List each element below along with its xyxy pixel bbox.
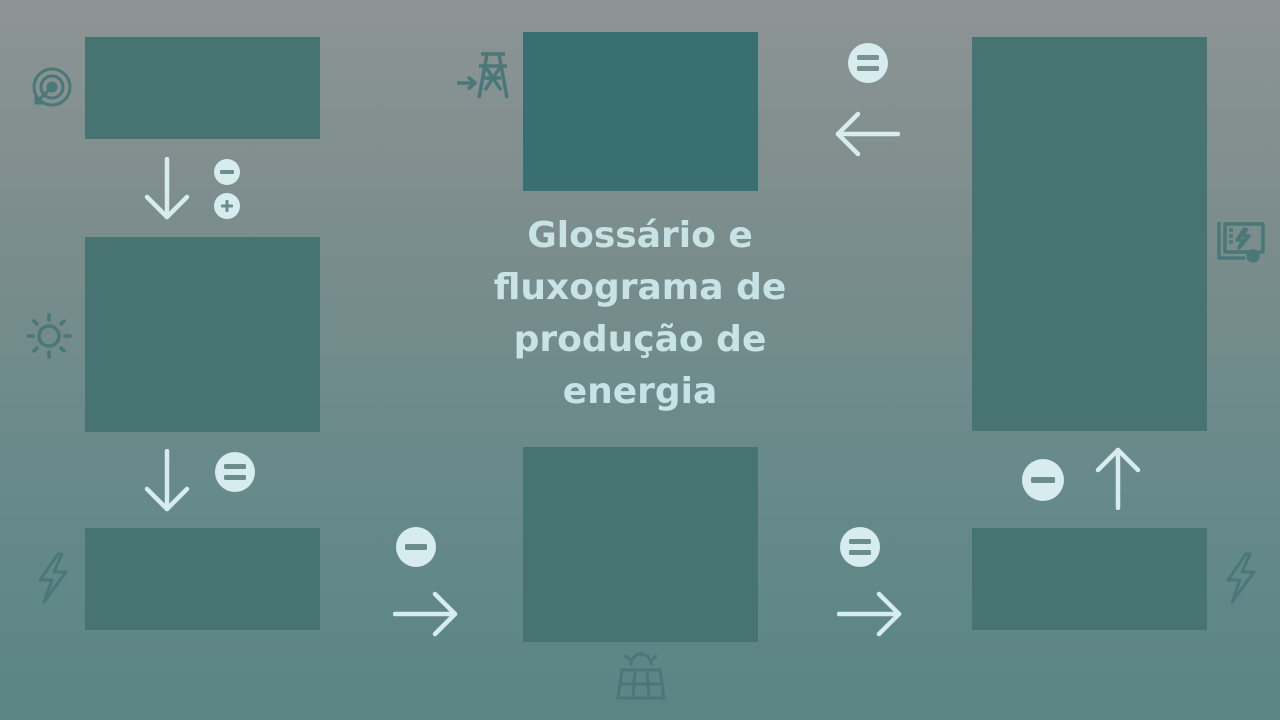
- arrow-up: [1094, 446, 1142, 510]
- node-left-top: [85, 37, 320, 139]
- electric-panel-icon: [1215, 218, 1269, 266]
- node-left-middle: [85, 237, 320, 432]
- lightning-icon: [32, 552, 72, 604]
- node-center-top: [523, 32, 758, 191]
- arrow-right-2: [837, 590, 903, 638]
- node-right-bottom: [972, 528, 1207, 630]
- minus-icon: [214, 159, 240, 185]
- solar-panel-icon: [614, 652, 668, 702]
- arrow-down-1: [143, 157, 191, 221]
- target-icon: [28, 65, 74, 111]
- lightning-icon: [1220, 552, 1260, 604]
- equals-icon: [848, 43, 888, 83]
- node-right-tall: [972, 37, 1207, 431]
- equals-icon: [840, 527, 880, 567]
- node-left-bottom: [85, 528, 320, 630]
- arrow-down-2: [143, 449, 191, 513]
- minus-icon: [396, 527, 436, 567]
- equals-icon: [215, 452, 255, 492]
- sun-icon: [25, 312, 73, 360]
- node-center-bottom: [523, 447, 758, 642]
- plus-icon: [214, 193, 240, 219]
- power-tower-icon: [455, 50, 509, 100]
- minus-icon: [1022, 459, 1064, 501]
- diagram-title: Glossário e fluxograma de produção de en…: [493, 215, 787, 412]
- arrow-left: [834, 110, 900, 158]
- arrow-right-1: [393, 590, 459, 638]
